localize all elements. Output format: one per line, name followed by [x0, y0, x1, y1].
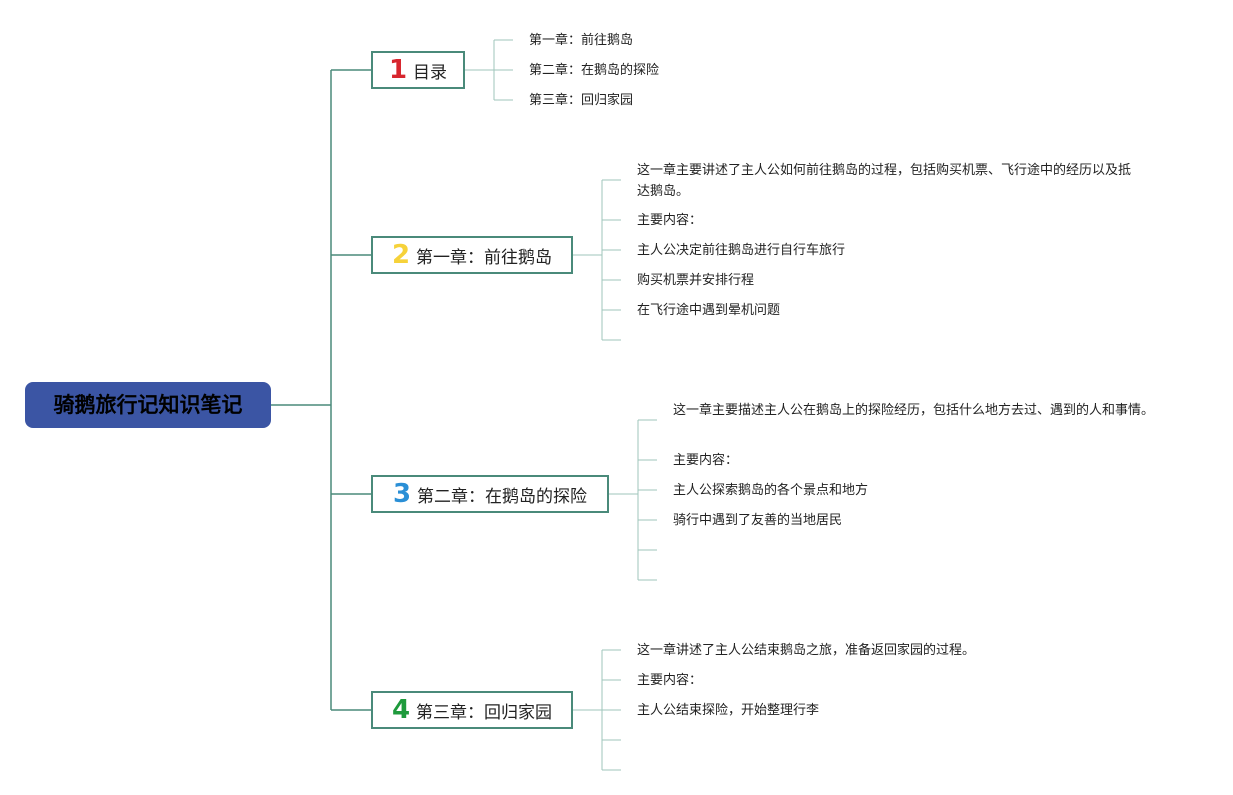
number-badge-3: 3 [392, 479, 412, 509]
chapter-node-contents[interactable]: 1 目录 [371, 51, 465, 89]
leaf-item[interactable]: 这一章主要描述主人公在鹅岛上的探险经历，包括什么地方去过、遇到的人和事情。 [673, 403, 1155, 418]
leaf-item[interactable]: 这一章主要讲述了主人公如何前往鹅岛的过程，包括购买机票、飞行途中的经历以及抵达鹅… [637, 163, 1132, 199]
leaf-item[interactable]: 在飞行途中遇到晕机问题 [637, 303, 781, 318]
root-node[interactable]: 骑鹅旅行记知识笔记 [25, 382, 271, 428]
leaf-item[interactable]: 主人公决定前往鹅岛进行自行车旅行 [637, 243, 846, 258]
chapter-node-3[interactable]: 4 第三章：回归家园 [371, 691, 573, 729]
chapter-title: 第三章：回归家园 [416, 702, 553, 723]
leaf-item[interactable]: 主要内容： [637, 673, 703, 688]
leaf-item[interactable]: 主要内容： [673, 453, 739, 468]
leaf-item[interactable]: 主要内容： [637, 213, 703, 228]
leaf-item[interactable]: 骑行中遇到了友善的当地居民 [673, 513, 843, 528]
leaf-item[interactable]: 购买机票并安排行程 [637, 273, 755, 288]
leaf-item[interactable]: 第三章：回归家园 [529, 93, 634, 108]
leaf-item[interactable]: 主人公探索鹅岛的各个景点和地方 [673, 483, 869, 498]
chapter-node-1[interactable]: 2 第一章：前往鹅岛 [371, 236, 573, 274]
number-badge-2: 2 [391, 240, 411, 270]
number-badge-4: 4 [391, 695, 411, 725]
leaf-item[interactable]: 主人公结束探险，开始整理行李 [637, 703, 820, 718]
number-badge-1: 1 [388, 55, 408, 85]
leaf-item[interactable]: 第二章：在鹅岛的探险 [529, 63, 660, 78]
chapter-title: 第一章：前往鹅岛 [416, 247, 553, 268]
chapter-title: 目录 [413, 62, 448, 83]
leaf-item[interactable]: 第一章：前往鹅岛 [529, 33, 634, 48]
chapter-node-2[interactable]: 3 第二章：在鹅岛的探险 [371, 475, 609, 513]
chapter-title: 第二章：在鹅岛的探险 [417, 486, 588, 507]
leaf-item[interactable]: 这一章讲述了主人公结束鹅岛之旅，准备返回家园的过程。 [637, 643, 976, 658]
